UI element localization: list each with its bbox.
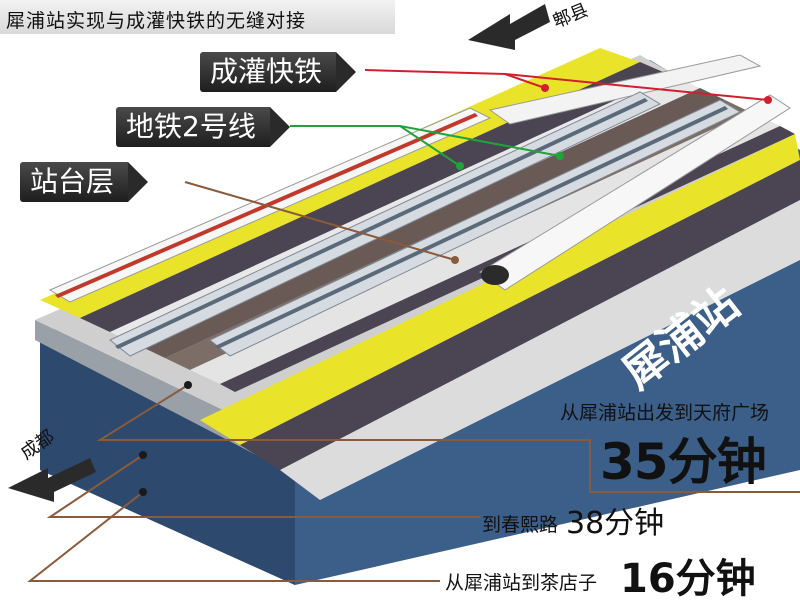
light-band-right	[280, 200, 800, 500]
tag-platform-label: 站台层	[20, 162, 129, 202]
callout-dot-chengguan-2	[764, 96, 772, 104]
info-row3-time: 16分钟	[620, 556, 756, 602]
tag-metro-label: 地铁2号线	[116, 107, 270, 147]
track-band-1	[80, 62, 670, 332]
arrow-bottom	[8, 458, 96, 502]
callout-dot-platform	[451, 256, 459, 264]
callout-dot-metro-2	[556, 152, 564, 160]
train-metro-1	[109, 91, 662, 357]
base-slab-side	[40, 335, 295, 585]
info-line-1	[96, 384, 800, 493]
callout-dot-chengguan-1	[541, 84, 549, 92]
callout-line-chengguan-1	[364, 69, 506, 75]
tag-metro: 地铁2号线	[116, 107, 290, 147]
info-line-2	[46, 454, 480, 518]
tag-chengguan-arrow	[336, 52, 357, 92]
tag-platform-arrow	[128, 162, 149, 202]
callout-dot-metro-1	[456, 162, 464, 170]
info-dot-2	[139, 451, 147, 459]
info-row2-label: 到春熙路	[482, 514, 559, 536]
callout-line-chengguan-3	[504, 73, 769, 101]
track-band-2	[140, 88, 725, 358]
tag-metro-arrow	[269, 107, 290, 147]
page-title: 犀浦站实现与成灌快铁的无缝对接	[6, 10, 307, 32]
train-chengguan-right	[488, 54, 762, 125]
tag-platform: 站台层	[20, 162, 149, 202]
tag-chengguan-label: 成灌快铁	[200, 52, 337, 92]
info-row2-time: 38分钟	[566, 506, 665, 541]
callout-line-metro-3	[399, 125, 561, 157]
yellow-band-2	[200, 134, 800, 445]
direction-top-label: 郫县	[550, 0, 591, 33]
title-bar: 犀浦站实现与成灌快铁的无缝对接	[0, 0, 395, 34]
callout-line-platform	[184, 181, 456, 261]
callout-line-chengguan-2	[504, 73, 546, 89]
arrow-top	[468, 4, 550, 50]
tag-chengguan: 成灌快铁	[200, 52, 357, 92]
callout-line-metro-2	[399, 125, 461, 167]
info-dot-3	[139, 488, 147, 496]
info-dot-1	[184, 381, 192, 389]
info-row1-time: 35分钟	[600, 433, 767, 491]
info-row3-label: 从犀浦站到茶店子	[445, 572, 598, 594]
dark-band-right	[240, 160, 800, 470]
info-line-3	[27, 491, 440, 582]
info-row1-label: 从犀浦站出发到天府广场	[560, 402, 770, 424]
train-metro-2	[209, 99, 742, 357]
train-chengguan-front	[479, 94, 791, 291]
